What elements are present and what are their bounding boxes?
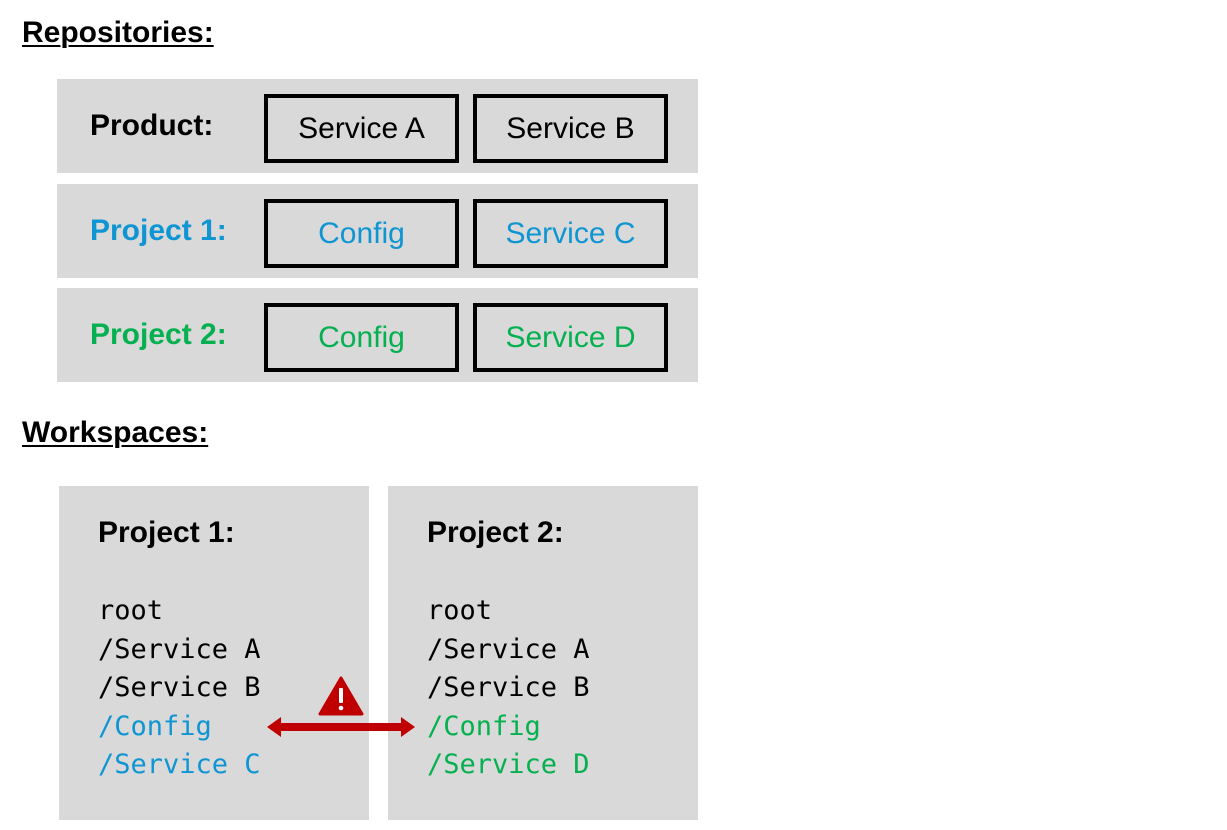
double-arrow-icon xyxy=(267,717,415,737)
tree-entry-service-b: /Service B xyxy=(98,672,261,703)
tree-entry-service-b: /Service B xyxy=(427,672,590,703)
tree-entry-service-d: /Service D xyxy=(427,749,590,780)
repo-box-project-2-config: Config xyxy=(264,303,459,372)
config-conflict-indicator xyxy=(267,676,415,737)
workspace-tree-project-1: root /Service A /Service B /Config /Serv… xyxy=(98,592,261,785)
tree-entry-root: root xyxy=(427,595,493,626)
repo-label-project-1: Project 1: xyxy=(90,214,227,247)
repo-row-project-2: Project 2: Config Service D xyxy=(57,288,698,382)
tree-entry-root: root xyxy=(98,595,164,626)
tree-entry-service-c: /Service C xyxy=(98,749,261,780)
tree-entry-service-a: /Service A xyxy=(427,633,590,665)
repo-box-project-1-config: Config xyxy=(264,199,459,268)
tree-entry-service-a: /Service A xyxy=(98,633,261,665)
repo-box-service-d: Service D xyxy=(473,303,668,372)
repo-box-service-c: Service C xyxy=(473,199,668,268)
tree-entry-config: /Config xyxy=(427,710,541,742)
repo-box-service-a: Service A xyxy=(264,94,459,163)
repo-label-project-2: Project 2: xyxy=(90,318,227,351)
repo-box-service-b: Service B xyxy=(473,94,668,163)
repo-row-product: Product: Service A Service B xyxy=(57,79,698,173)
workspace-title-project-2: Project 2: xyxy=(427,516,564,549)
repo-label-product: Product: xyxy=(90,109,214,142)
workspace-panel-project-2: Project 2: root /Service A /Service B /C… xyxy=(388,486,698,820)
workspace-panel-project-1: Project 1: root /Service A /Service B /C… xyxy=(59,486,369,820)
workspaces-heading: Workspaces: xyxy=(22,416,209,449)
warning-icon xyxy=(318,676,364,716)
repo-row-project-1: Project 1: Config Service C xyxy=(57,184,698,278)
workspace-title-project-1: Project 1: xyxy=(98,516,235,549)
repositories-heading: Repositories: xyxy=(22,16,214,49)
tree-entry-config: /Config xyxy=(98,710,212,742)
workspace-tree-project-2: root /Service A /Service B /Config /Serv… xyxy=(427,592,590,785)
